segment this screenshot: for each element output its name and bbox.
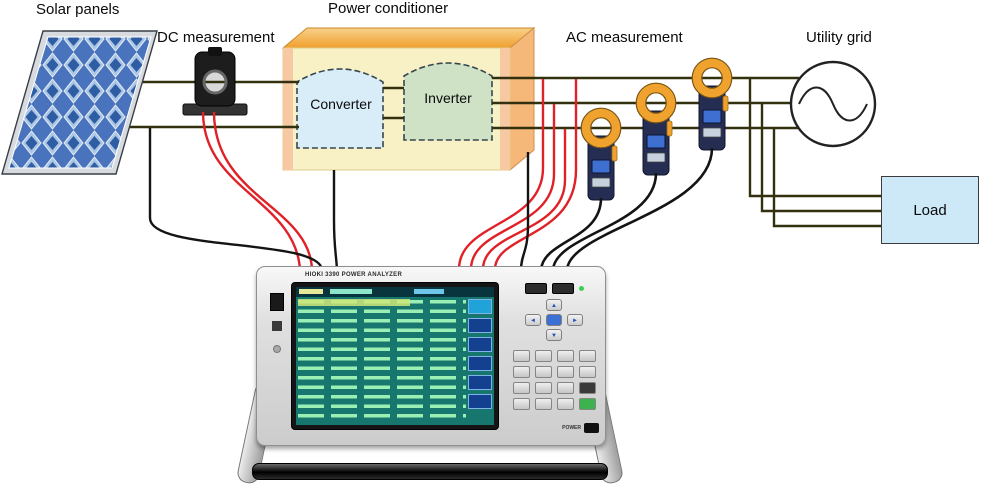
load-label: Load bbox=[913, 201, 947, 219]
top-buttons bbox=[507, 283, 601, 294]
power-area: POWER bbox=[562, 423, 599, 433]
panel-button bbox=[512, 398, 530, 410]
panel-button bbox=[551, 283, 574, 294]
power-switch bbox=[584, 423, 599, 433]
label-solar-panels: Solar panels bbox=[36, 1, 120, 18]
arrow-left-button: ◄ bbox=[525, 314, 541, 326]
power-analyzer-device: HIOKI 3390 POWER ANALYZER bbox=[235, 266, 625, 486]
panel-button bbox=[578, 366, 596, 378]
arrow-up-button: ▲ bbox=[546, 299, 562, 311]
screen-status-bar bbox=[296, 287, 494, 297]
screen-bezel bbox=[291, 282, 499, 430]
arrow-down-button: ▼ bbox=[546, 329, 562, 341]
status-led bbox=[578, 286, 584, 291]
utility-grid-symbol bbox=[789, 60, 877, 148]
panel-button bbox=[512, 350, 530, 362]
label-utility-grid: Utility grid bbox=[806, 29, 872, 46]
voltage-probe-wires-red bbox=[201, 79, 578, 271]
panel-button bbox=[534, 350, 552, 362]
button-grid bbox=[507, 350, 601, 410]
screen-menu-key bbox=[468, 356, 492, 371]
screen-menu-key bbox=[468, 375, 492, 390]
solar-panel bbox=[1, 30, 158, 175]
label-power-conditioner: Power conditioner bbox=[328, 0, 449, 17]
status-block bbox=[330, 289, 372, 294]
screen-menu-keys bbox=[468, 299, 492, 422]
load-box: Load bbox=[881, 176, 979, 244]
screen-header-row bbox=[298, 299, 410, 306]
status-block bbox=[299, 289, 323, 294]
dpad: ▲ ▼ ◄ ► bbox=[525, 299, 583, 343]
analyzer-side-ports bbox=[267, 289, 287, 429]
power-label: POWER bbox=[562, 425, 581, 431]
panel-button bbox=[556, 398, 574, 410]
panel-button bbox=[534, 398, 552, 410]
panel-button bbox=[534, 382, 552, 394]
enter-button bbox=[546, 314, 562, 326]
screen-menu-key bbox=[468, 337, 492, 352]
start-button bbox=[578, 398, 596, 410]
status-block bbox=[414, 289, 444, 294]
handle-bar bbox=[252, 463, 608, 480]
control-panel: ▲ ▼ ◄ ► POWER bbox=[507, 281, 601, 433]
label-ac-measurement: AC measurement bbox=[566, 29, 683, 46]
clamp-cables bbox=[539, 147, 714, 271]
panel-button bbox=[556, 382, 574, 394]
probe-wires-black bbox=[148, 128, 530, 271]
card-slot bbox=[272, 321, 282, 331]
dc-current-sensor bbox=[182, 47, 248, 116]
screen-menu-key bbox=[468, 299, 492, 314]
analyzer-body: HIOKI 3390 POWER ANALYZER bbox=[256, 266, 606, 446]
panel-button bbox=[556, 366, 574, 378]
ac-clamp-sensor-1 bbox=[581, 108, 621, 200]
label-converter: Converter bbox=[310, 96, 372, 112]
label-inverter: Inverter bbox=[424, 90, 472, 106]
screen-menu-key bbox=[468, 394, 492, 409]
sine-wave-icon bbox=[798, 86, 868, 122]
panel-button bbox=[578, 350, 596, 362]
analyzer-brand: HIOKI 3390 POWER ANALYZER bbox=[305, 272, 403, 278]
arrow-right-button: ► bbox=[567, 314, 583, 326]
label-dc-measurement: DC measurement bbox=[157, 29, 275, 46]
panel-button bbox=[556, 350, 574, 362]
panel-button bbox=[512, 382, 530, 394]
panel-button bbox=[578, 382, 596, 394]
screw bbox=[273, 345, 281, 353]
screen-menu-key bbox=[468, 318, 492, 333]
panel-button bbox=[534, 366, 552, 378]
converter-box bbox=[296, 68, 384, 149]
analyzer-screen bbox=[296, 287, 494, 425]
load-branch-wires bbox=[748, 78, 881, 228]
panel-button bbox=[524, 283, 547, 294]
inverter-box bbox=[403, 62, 493, 141]
usb-port bbox=[270, 293, 284, 311]
panel-button bbox=[512, 366, 530, 378]
